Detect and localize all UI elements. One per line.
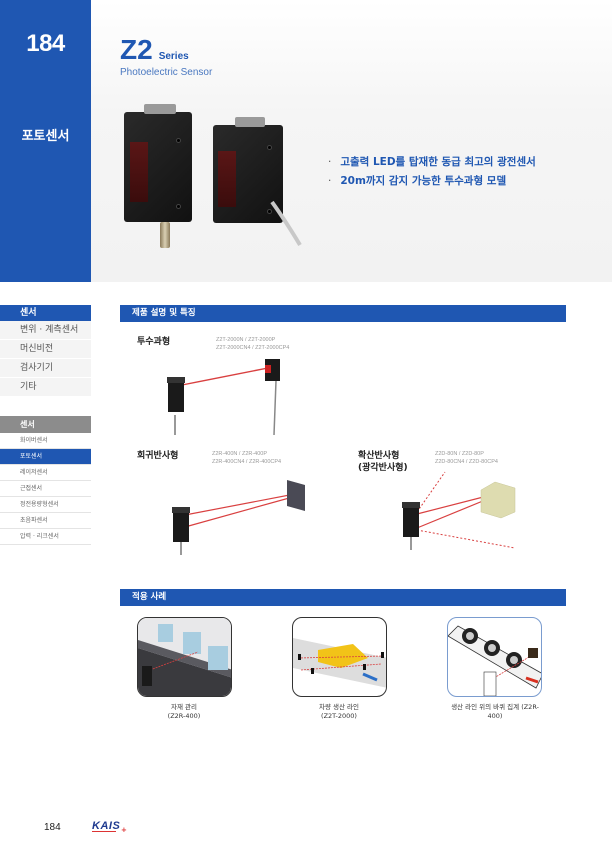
case-image-material xyxy=(137,617,232,697)
case-caption-vehicle: 차량 생산 라인 (Z2T-2000) xyxy=(318,703,359,720)
section-bar-features: 제품 설명 및 특징 xyxy=(120,305,566,322)
footer-page-number: 184 xyxy=(44,822,61,833)
retro-reflective-diagram xyxy=(172,480,305,555)
through-beam-diagram xyxy=(167,359,280,435)
nav-item-inspection[interactable]: 검사기기 xyxy=(0,359,91,378)
nav-item-machine-vision[interactable]: 머신비전 xyxy=(0,340,91,359)
series-label: Series xyxy=(158,51,189,62)
nav2-item-laser[interactable]: 레이저센서 xyxy=(0,465,91,481)
secondary-nav: 센서 화이버센서 포토센서 레이저센서 근접센서 정전용량형센서 초음파센서 압… xyxy=(0,416,91,545)
diffuse-diagram xyxy=(402,471,516,550)
nav-item-displacement[interactable]: 변위 · 계측센서 xyxy=(0,321,91,340)
model-list-retro-reflective: Z2R-400N / Z2R-400P Z2R-400CN4 / Z2R-400… xyxy=(212,451,282,465)
case-caption-wheel-count: 생산 라인 위의 바퀴 집계 (Z2R- 400) xyxy=(451,703,539,720)
case-image-vehicle xyxy=(292,617,387,697)
bullet-item: 20m까지 감지 가능한 투수과형 모델 xyxy=(328,172,536,191)
primary-nav: 센서 변위 · 계측센서 머신비전 검사기기 기타 xyxy=(0,305,91,397)
nav2-head-sensor[interactable]: 센서 xyxy=(0,416,91,433)
sensor-image-left xyxy=(124,104,192,222)
case-caption-material: 자재 관리 (Z2R-400) xyxy=(167,703,201,720)
kais-logo: KAIS xyxy=(92,820,121,832)
model-list-through-beam: Z2T-2000N / Z2T-2000P Z2T-2000CN4 / Z2T-… xyxy=(216,337,290,351)
nav2-item-proximity[interactable]: 근접센서 xyxy=(0,481,91,497)
bullet-item: 고출력 LED를 탑재한 동급 최고의 광전센서 xyxy=(328,153,535,172)
header-category: 포토센서 xyxy=(21,129,70,144)
cable-image xyxy=(270,200,302,247)
header-sidebar: 184 포토센서 xyxy=(0,0,91,282)
connector-image xyxy=(160,222,170,248)
header-page-number: 184 xyxy=(26,30,65,57)
model-list-diffuse: Z2D-80N / Z2D-80P Z2D-80CN4 / Z2D-80CP4 xyxy=(435,451,498,465)
product-subtitle: Photoelectric Sensor xyxy=(120,67,213,78)
nav2-item-fiber[interactable]: 화이버센서 xyxy=(0,433,91,449)
nav2-item-capacitive[interactable]: 정전용량형센서 xyxy=(0,497,91,513)
type-label-retro-reflective: 회귀반사형 xyxy=(137,451,179,461)
section-bar-applications: 적용 사례 xyxy=(120,589,566,606)
logo-plus-icon: + xyxy=(121,826,127,834)
nav-item-etc[interactable]: 기타 xyxy=(0,378,91,397)
type-label-through-beam: 투수과형 xyxy=(137,337,171,347)
case-image-wheel-count xyxy=(447,617,542,697)
sensor-image-right xyxy=(213,117,283,223)
nav2-item-pressure[interactable]: 압력 · 리크센서 xyxy=(0,529,91,545)
nav2-item-photo[interactable]: 포토센서 xyxy=(0,449,91,465)
product-model: Z2 xyxy=(120,34,153,65)
nav-head-sensor[interactable]: 센서 xyxy=(0,305,91,321)
feature-bullets: 고출력 LED를 탑재한 동급 최고의 광전센서 20m까지 감지 가능한 투수… xyxy=(328,153,536,191)
nav2-item-ultrasonic[interactable]: 초음파센서 xyxy=(0,513,91,529)
type-label-diffuse: 확산반사형 (광각반사형) xyxy=(358,451,408,473)
